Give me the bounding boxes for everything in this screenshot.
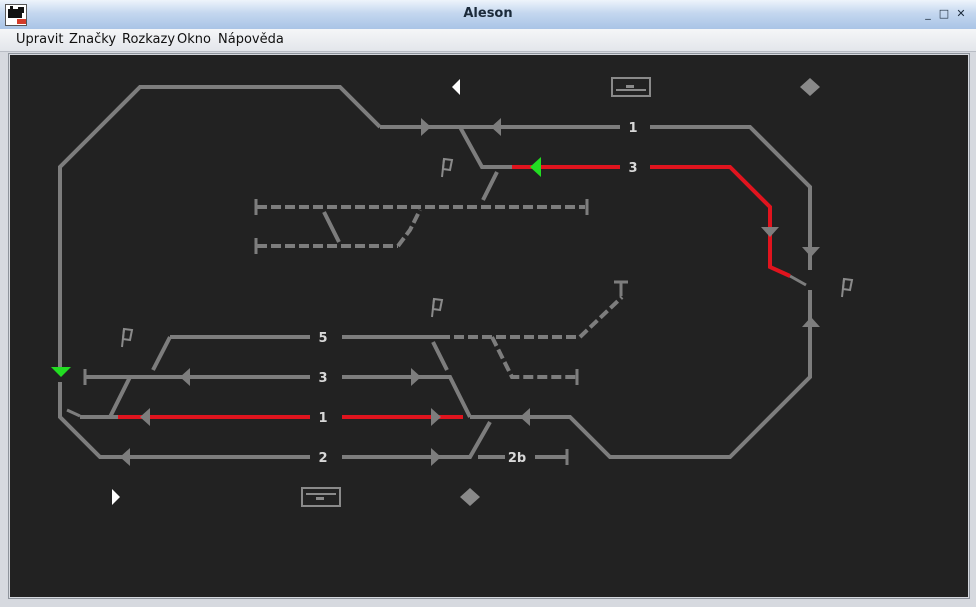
station-panel-icon-bottom[interactable]	[301, 487, 341, 507]
signal-top-east	[421, 118, 431, 136]
buffer-stops-lower	[83, 280, 628, 465]
label-track-1-low: 1	[318, 411, 327, 426]
signal-green-down[interactable]	[51, 367, 71, 377]
close-icon[interactable]: ✕	[956, 7, 966, 20]
signal-1-east	[431, 408, 441, 426]
direction-arrow-white-top[interactable]	[452, 79, 460, 95]
track-outer-right-top[interactable]	[650, 125, 812, 270]
track-5-switch-left[interactable]	[151, 336, 172, 371]
signals[interactable]	[120, 118, 820, 466]
menu-znacky[interactable]: Značky	[69, 32, 117, 47]
menu-rozkazy[interactable]: Rozkazy	[122, 32, 176, 47]
label-track-5: 5	[318, 331, 327, 346]
direction-arrow-white-bottom[interactable]	[112, 489, 120, 505]
signal-2-west	[120, 448, 130, 466]
signal-3-east	[411, 368, 421, 386]
upper-sidings[interactable]	[257, 205, 585, 248]
signal-2-east	[431, 448, 441, 466]
switch-5-right[interactable]	[431, 341, 449, 371]
maximize-icon[interactable]: □	[938, 7, 950, 20]
lower-sidings[interactable]	[440, 295, 624, 379]
label-track-2: 2	[318, 451, 327, 466]
track-outer-right-bottom[interactable]	[470, 290, 812, 459]
active-route[interactable]	[118, 165, 791, 419]
flag-icon-right	[841, 277, 854, 298]
menu-upravit[interactable]: Upravit	[16, 32, 64, 47]
label-track-1-top: 1	[628, 121, 637, 136]
signal-1-west	[140, 408, 150, 426]
label-track-3-top: 3	[628, 161, 637, 176]
menu-okno[interactable]: Okno	[177, 32, 211, 47]
minimize-icon[interactable]: _	[925, 7, 931, 20]
track-diagram-panel: 1 3 5 3 1 2 2b	[10, 55, 968, 597]
menu-bar: Upravit Značky Rozkazy Okno Nápověda	[0, 29, 976, 52]
buffer-stops-upper	[254, 199, 589, 254]
signal-outer-west	[520, 408, 530, 426]
flag-icon-left	[121, 327, 134, 348]
signal-right-up	[802, 317, 820, 327]
track-outer-left-top[interactable]	[58, 85, 382, 372]
signal-green-west[interactable]	[530, 157, 541, 177]
bidirectional-icon-top[interactable]	[800, 78, 820, 96]
label-track-2b: 2b	[508, 451, 526, 466]
window-title: Aleson	[463, 6, 513, 21]
signal-3-west	[180, 368, 190, 386]
flag-icons[interactable]	[121, 157, 854, 348]
app-locomotive-icon[interactable]	[5, 4, 27, 26]
flag-icon-middle	[431, 297, 444, 318]
station-panel-icon-top[interactable]	[611, 77, 651, 97]
siding-switch-1[interactable]	[322, 211, 341, 243]
track-stub-left[interactable]	[66, 408, 81, 418]
title-bar: Aleson _ □ ✕	[0, 0, 976, 30]
menu-napoveda[interactable]: Nápověda	[218, 32, 284, 47]
signal-top-west	[491, 118, 501, 136]
track-3-top-left[interactable]	[458, 126, 512, 169]
track-diagram[interactable]: 1 3 5 3 1 2 2b	[10, 55, 968, 597]
track-3-lower-right[interactable]	[342, 375, 472, 418]
track-2-right[interactable]	[342, 421, 492, 459]
signal-right-down-1	[761, 227, 779, 237]
track-1-lower-left[interactable]	[80, 376, 132, 419]
track-connector-upper[interactable]	[481, 171, 499, 201]
bidirectional-icon-bottom[interactable]	[460, 488, 480, 506]
label-track-3-low: 3	[318, 371, 327, 386]
track-outer-left-bottom[interactable]	[58, 382, 120, 459]
signal-right-down-2	[802, 247, 820, 257]
track-stub-right[interactable]	[789, 274, 807, 287]
flag-icon-upper	[441, 157, 454, 178]
